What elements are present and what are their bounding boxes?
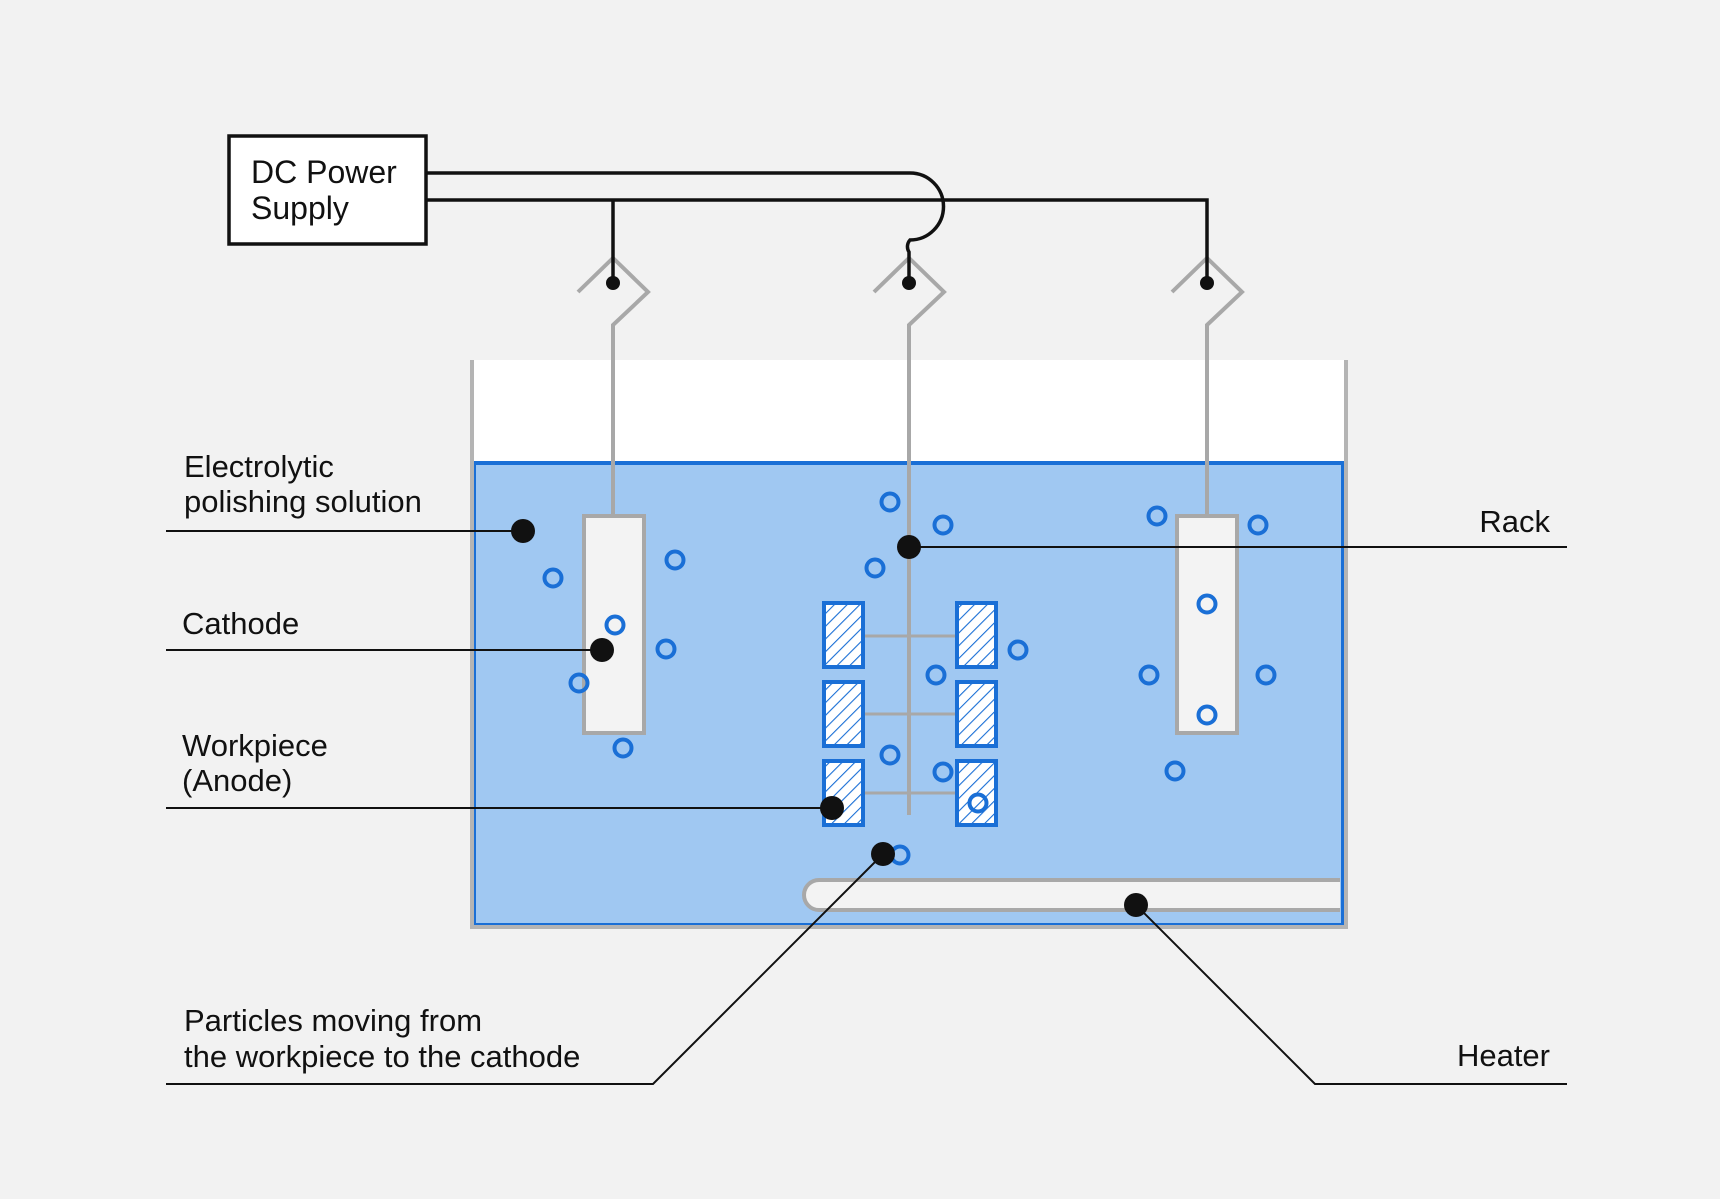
particle-icon — [864, 557, 886, 579]
particle-icon — [1007, 639, 1029, 661]
workpiece-block — [955, 680, 998, 748]
particle-icon — [1164, 760, 1186, 782]
marker-solution — [511, 519, 535, 543]
particle-icon — [1247, 514, 1269, 536]
wiring — [426, 171, 1209, 283]
label-rack: Rack — [1479, 504, 1550, 539]
label-solution-line1: Electrolytic — [184, 449, 334, 484]
label-workpiece-line2: (Anode) — [182, 763, 292, 798]
rack-arms — [864, 634, 955, 795]
terminal-dot — [606, 276, 620, 290]
workpieces — [822, 601, 998, 827]
leader-particles — [166, 853, 884, 1085]
marker-particles — [871, 842, 895, 866]
callout-lines — [166, 530, 1567, 1085]
cathode-left — [582, 514, 646, 735]
wire-to-cathodes — [426, 198, 1209, 283]
label-workpiece-line1: Workpiece — [182, 728, 328, 763]
particle-icon — [879, 744, 901, 766]
power-supply-label-line1: DC Power — [251, 154, 397, 190]
marker-heater — [1124, 893, 1148, 917]
label-solution-line2: polishing solution — [184, 484, 422, 519]
workpiece-block — [822, 680, 865, 748]
marker-cathode — [590, 638, 614, 662]
particle-icon — [1138, 664, 1160, 686]
callout-labels: Electrolytic polishing solution Cathode … — [182, 449, 1550, 1074]
cathode-right — [1175, 514, 1239, 735]
particle-icon — [568, 672, 590, 694]
particle-icon — [655, 638, 677, 660]
label-heater: Heater — [1457, 1038, 1550, 1073]
dc-power-supply: DC Power Supply — [227, 134, 428, 246]
wire-to-rack — [426, 171, 946, 283]
terminal-dot — [1200, 276, 1214, 290]
label-particles-line2: the workpiece to the cathode — [184, 1039, 580, 1074]
particle-icon — [542, 567, 564, 589]
power-supply-label-line2: Supply — [251, 190, 349, 226]
particle-icon — [879, 491, 901, 513]
terminal-dot — [902, 276, 916, 290]
tank-wall — [470, 360, 1348, 929]
particle-icon — [925, 664, 947, 686]
particle-icon — [664, 549, 686, 571]
workpiece-block — [822, 601, 865, 669]
marker-rack — [897, 535, 921, 559]
particle-icon — [1196, 593, 1218, 615]
heater-element — [802, 878, 1340, 912]
workpiece-block — [955, 601, 998, 669]
particle-icon — [1146, 505, 1168, 527]
label-particles-line1: Particles moving from — [184, 1003, 482, 1038]
hanger-rods — [576, 255, 1245, 815]
particle-icon — [932, 761, 954, 783]
rack-hanger — [872, 255, 947, 815]
particles — [542, 491, 1277, 866]
particle-icon — [612, 737, 634, 759]
particle-icon — [604, 614, 626, 636]
marker-workpiece — [820, 796, 844, 820]
callout-markers — [511, 519, 1148, 917]
particle-icon — [1196, 704, 1218, 726]
particle-icon — [932, 514, 954, 536]
particle-icon — [1255, 664, 1277, 686]
leader-heater — [1135, 904, 1567, 1085]
power-supply-box — [227, 134, 428, 246]
particle-icon — [967, 792, 989, 814]
right-hanger — [1170, 255, 1245, 516]
left-hanger — [576, 255, 651, 516]
wire-terminals — [606, 276, 1214, 290]
label-cathode: Cathode — [182, 606, 299, 641]
